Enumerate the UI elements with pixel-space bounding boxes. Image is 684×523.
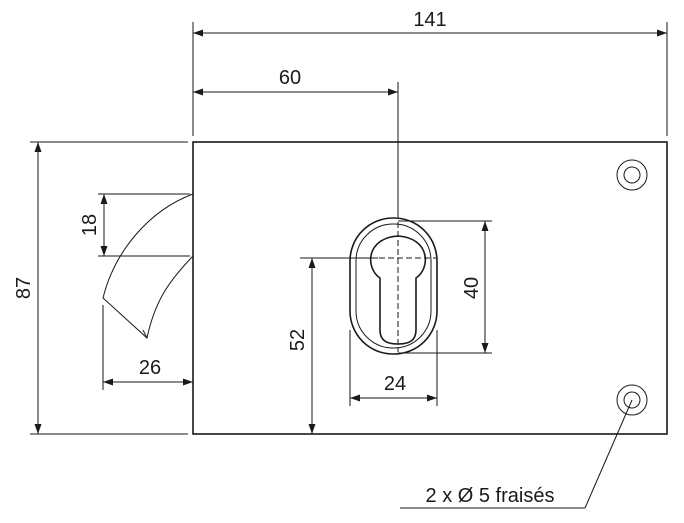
dimension-cylinder-offset: 60 bbox=[279, 67, 301, 89]
latch-bolt bbox=[102, 193, 194, 339]
mounting-hole-top-inner bbox=[623, 166, 641, 184]
leader-line bbox=[584, 399, 633, 509]
mounting-hole-bottom-outer bbox=[616, 384, 648, 416]
cylinder-profile bbox=[369, 235, 427, 345]
dimension-escutcheon-width: 24 bbox=[384, 373, 406, 395]
dimension-cylinder-height: 52 bbox=[287, 329, 309, 351]
mounting-hole-bottom-inner bbox=[623, 391, 641, 409]
latch-bolt-inner bbox=[142, 329, 148, 339]
dimension-total-width: 141 bbox=[413, 9, 446, 31]
mounting-holes-note: 2 x Ø 5 fraisés bbox=[426, 485, 555, 507]
dimension-height: 87 bbox=[13, 277, 35, 299]
lock-body bbox=[192, 141, 668, 435]
dimension-bolt-length: 26 bbox=[139, 357, 161, 379]
escutcheon-outer bbox=[349, 217, 438, 355]
dimension-bolt-height: 18 bbox=[79, 214, 101, 236]
mounting-hole-top-outer bbox=[616, 159, 648, 191]
dimension-escutcheon-height: 40 bbox=[461, 277, 483, 299]
escutcheon-inner bbox=[355, 223, 432, 349]
